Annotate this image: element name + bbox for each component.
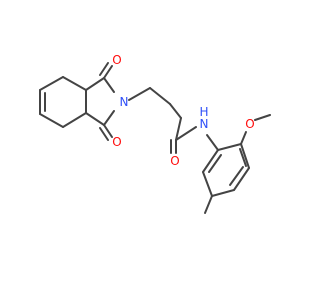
bond [85,112,105,126]
bond [202,171,213,197]
amide-hydrogen-label: H [199,105,208,119]
structure-canvas: O O N O N H O [39,53,271,214]
amide-nitrogen-label: N [200,117,209,131]
bond [211,189,235,197]
bonds [39,62,271,214]
aromatic-inner-bond [208,154,222,173]
imide-nitrogen-label: N [120,95,129,109]
bond [103,124,113,138]
bond [39,76,64,91]
bond [204,195,213,214]
aromatic-inner-bond [229,166,244,186]
bond [103,77,115,93]
bond [202,149,219,173]
double-bond [99,127,109,141]
methoxy-oxygen-label: O [245,117,254,131]
bond [240,143,250,169]
bond [103,65,113,79]
bond [233,167,250,191]
bond [254,114,271,121]
bond [39,113,64,128]
molecule-structure: O O N O N H O [39,53,271,214]
bond [149,87,171,105]
bond [217,143,242,151]
bond [85,77,105,91]
bond [175,126,197,141]
aromatic-inner-bond [239,148,247,167]
oxygen-label-top: O [112,53,121,67]
bond [128,87,151,101]
double-bond [99,62,109,76]
bond [206,134,219,151]
atom-labels: O O N O N H O [112,53,254,168]
bond [103,110,115,126]
bond [62,76,87,91]
bond [169,103,182,119]
bond [62,112,87,128]
bond [240,131,247,145]
amide-oxygen-label: O [170,154,179,168]
oxygen-label-bottom: O [112,135,121,149]
bond [175,117,182,141]
